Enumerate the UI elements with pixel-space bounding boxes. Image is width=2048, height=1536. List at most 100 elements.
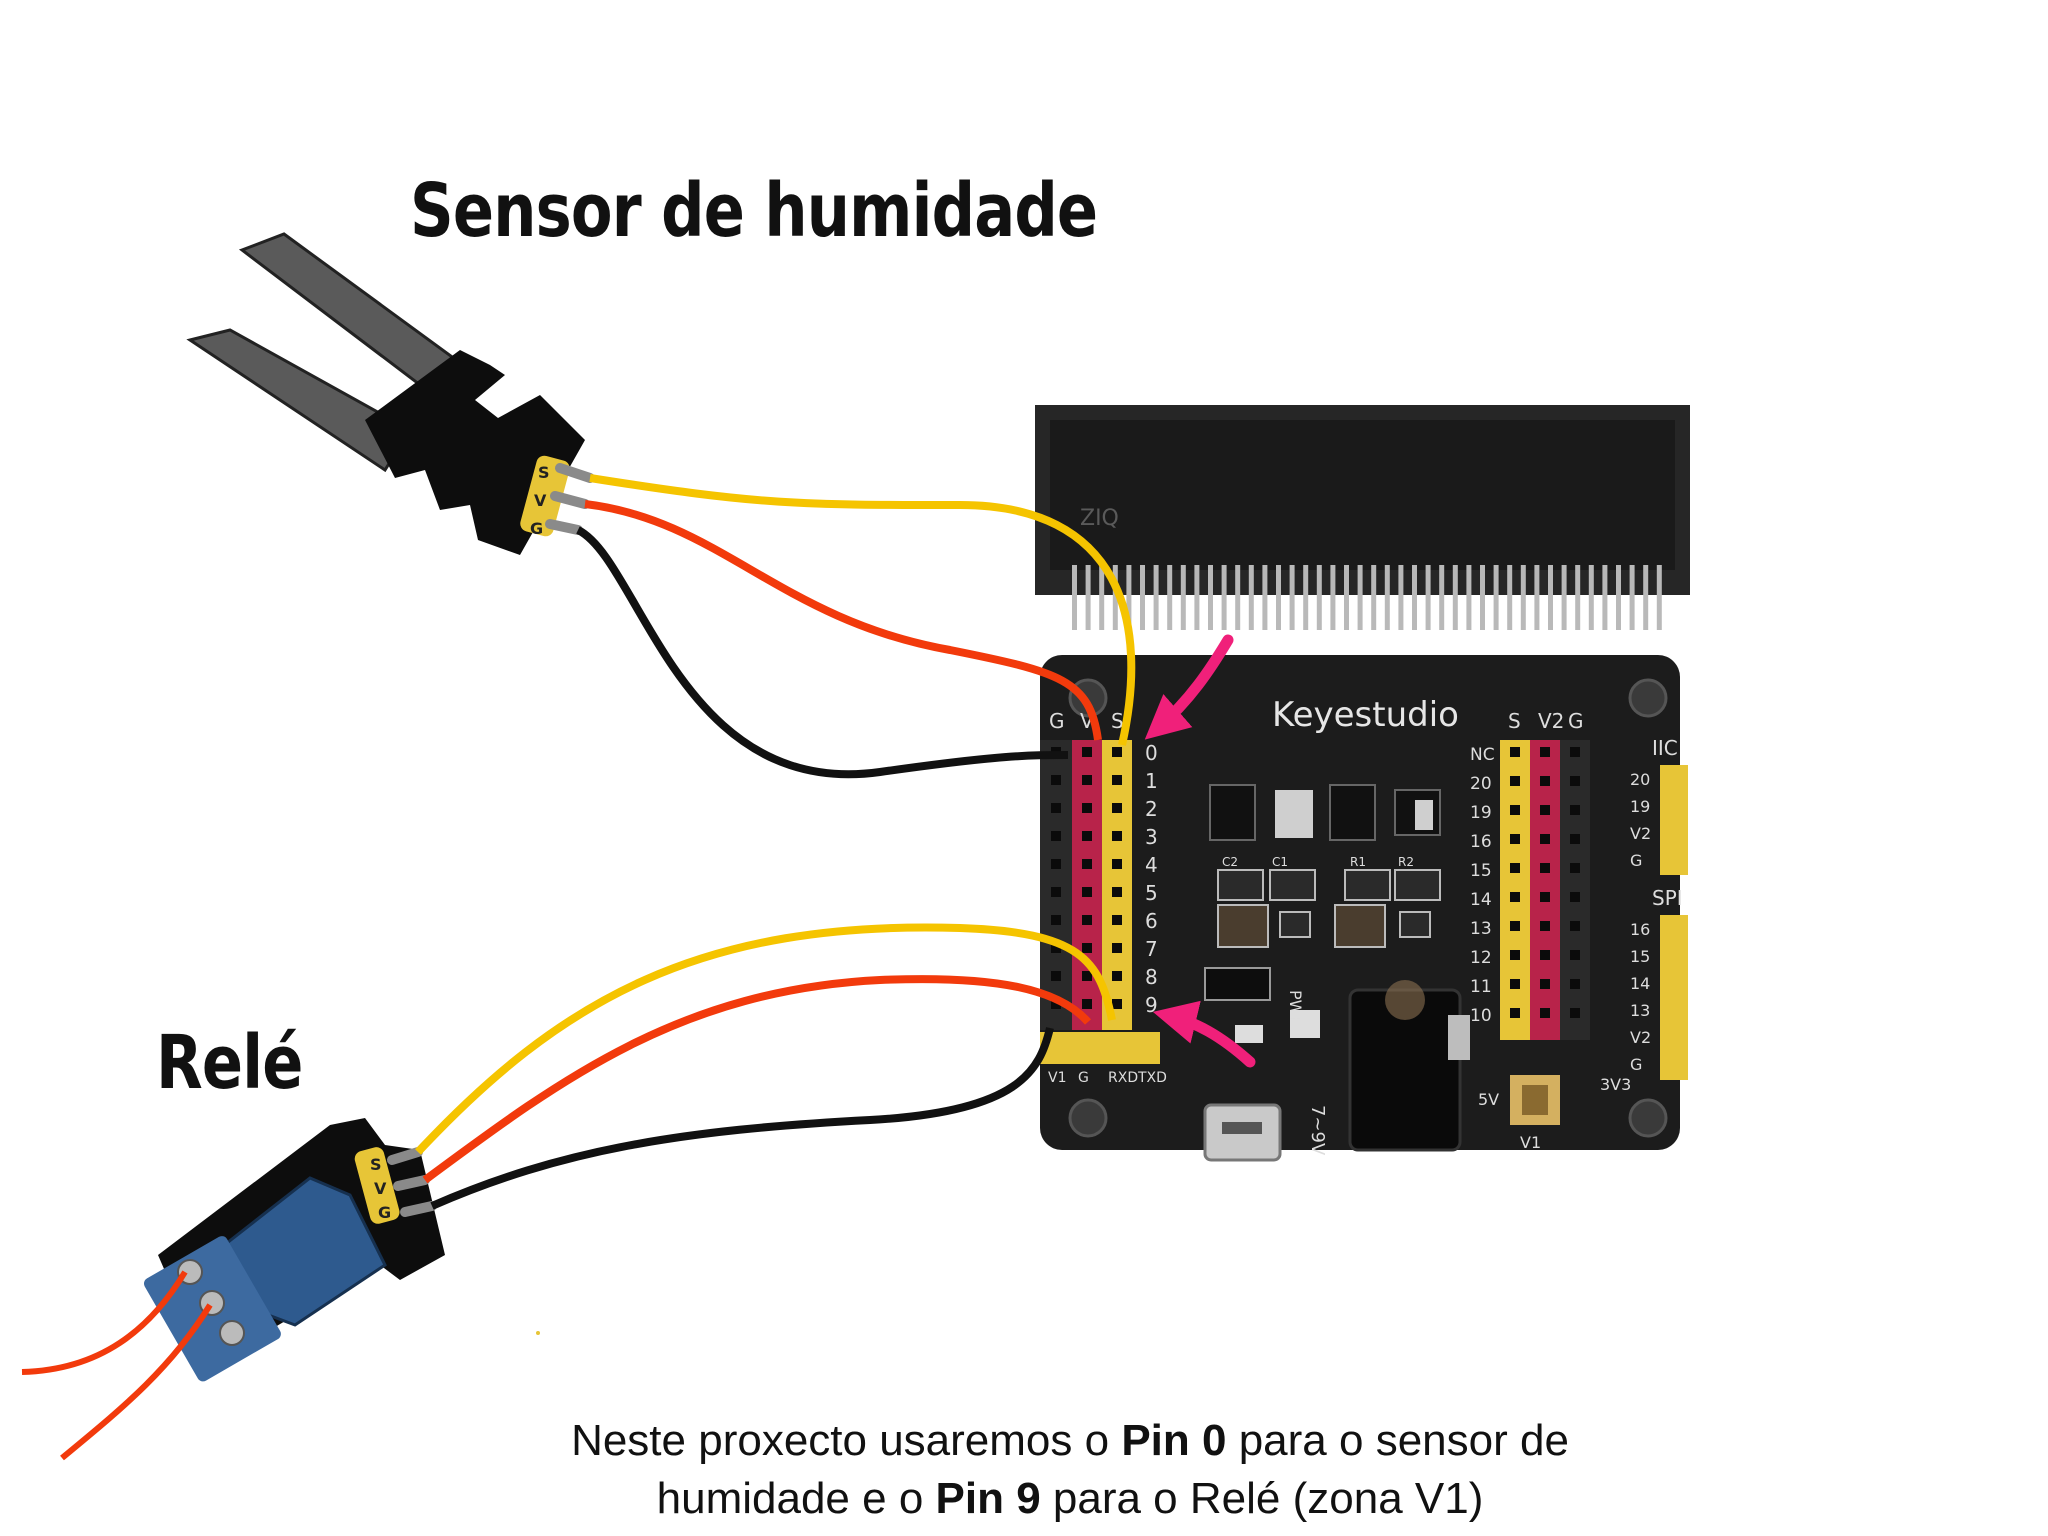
right-header-label: S [1508, 709, 1521, 733]
right-header-label: V2 [1538, 709, 1564, 733]
caption-text: para o sensor de [1226, 1416, 1569, 1465]
header-pin [1051, 915, 1061, 925]
terminal-screw [219, 1320, 245, 1346]
header-pin [1082, 887, 1092, 897]
header-pin [1540, 776, 1550, 786]
header-pin [1570, 747, 1580, 757]
left-pin-number: 4 [1145, 853, 1158, 877]
edge-tooth [1344, 565, 1349, 630]
right-header-label: G [1568, 709, 1584, 733]
signal-pin-column [1102, 740, 1132, 1030]
sensor-pin-label: V [534, 491, 547, 510]
caption: Neste proxecto usaremos o Pin 0 para o s… [420, 1412, 1720, 1528]
header-pin [1510, 950, 1520, 960]
edge-tooth [1248, 565, 1254, 630]
header-pin [1540, 892, 1550, 902]
edge-tooth [1575, 565, 1581, 630]
spi-label: SPI [1652, 886, 1683, 910]
header-pin [1510, 776, 1520, 786]
bottom-header-label: TXD [1137, 1070, 1167, 1086]
right-signal-column [1500, 740, 1530, 1040]
voltage-selector-label: 3V3 [1600, 1075, 1631, 1094]
relay-title: Relé [156, 1020, 303, 1106]
sensor-title: Sensor de humidade [410, 168, 1098, 254]
sensor-signal-wire [589, 474, 1136, 746]
header-pin [1051, 803, 1061, 813]
header-pin [1540, 979, 1550, 989]
caption-text: para o Relé (zona V1) [1040, 1474, 1484, 1523]
header-pin [1570, 805, 1580, 815]
header-pin [1082, 971, 1092, 981]
edge-tooth [1643, 565, 1649, 630]
relay-signal-wire [415, 923, 1116, 1155]
header-pin [1510, 1008, 1520, 1018]
header-pin [1540, 747, 1550, 757]
bottom-header-label: RXD [1108, 1070, 1138, 1086]
header-pin [1051, 999, 1061, 1009]
edge-tooth [1520, 565, 1526, 630]
edge-tooth [1330, 565, 1336, 630]
header-pin [1540, 805, 1550, 815]
edge-tooth [1126, 565, 1132, 630]
header-pin [1112, 859, 1122, 869]
header-pin [1112, 803, 1122, 813]
header-pin [1570, 921, 1580, 931]
relay-pin-label-strip [354, 1147, 400, 1224]
relay-pin-label: G [378, 1203, 391, 1222]
edge-tooth [1384, 565, 1390, 630]
edge-tooth [1602, 565, 1608, 630]
right-pin-number: 13 [1470, 919, 1492, 939]
spi-pin-label: 15 [1630, 947, 1650, 966]
header-pin [1112, 831, 1122, 841]
header-pin [1570, 979, 1580, 989]
edge-tooth [1588, 565, 1594, 630]
edge-tooth [1235, 565, 1241, 630]
left-pin-number: 1 [1145, 769, 1158, 793]
edge-tooth [1548, 565, 1553, 630]
mount-hole [1628, 1098, 1668, 1138]
right-vcc-column [1530, 740, 1560, 1040]
header-pin [1082, 747, 1092, 757]
header-pin [1112, 775, 1122, 785]
edge-tooth [1276, 565, 1281, 630]
iic-pin-label: V2 [1630, 824, 1651, 843]
edge-tooth [1507, 565, 1513, 630]
chip-label: R2 [1398, 855, 1414, 869]
relay-pin-label: S [370, 1155, 382, 1174]
left-pin-number: 8 [1145, 965, 1158, 989]
left-header-label: G [1049, 709, 1065, 733]
relay-module: SVG [21, 1118, 445, 1461]
mount-hole [1068, 1098, 1108, 1138]
stray-dot [536, 1331, 540, 1335]
left-pin-number: 6 [1145, 909, 1158, 933]
header-pin [1112, 971, 1122, 981]
left-pin-number: 0 [1145, 741, 1158, 765]
soil-moisture-sensor: SVG [186, 232, 595, 555]
right-pin-number: 20 [1470, 774, 1492, 794]
header-pin [1570, 892, 1580, 902]
header-pin [1510, 805, 1520, 815]
left-pin-number: 2 [1145, 797, 1158, 821]
header-pin [1570, 863, 1580, 873]
relay-load-wire [60, 1303, 213, 1461]
edge-tooth [1112, 565, 1118, 630]
sensor-pin-label: G [530, 519, 543, 538]
board-components [1204, 784, 1441, 1043]
caption-pin9: Pin 9 [935, 1474, 1041, 1523]
right-pin-number: 15 [1470, 861, 1492, 881]
right-pin-number: 14 [1470, 890, 1492, 910]
edge-tooth [1534, 565, 1540, 630]
header-pin [1051, 971, 1061, 981]
caption-text: humidade e o [656, 1474, 936, 1523]
edge-tooth [1140, 565, 1145, 630]
left-pin-number: 9 [1145, 993, 1158, 1017]
board-brand: Keyestudio [1272, 695, 1459, 735]
edge-tooth [1180, 565, 1186, 630]
caption-text: Neste proxecto usaremos o [571, 1416, 1122, 1465]
header-pin [1051, 943, 1061, 953]
header-pin [1082, 803, 1092, 813]
header-pin [1570, 1008, 1580, 1018]
